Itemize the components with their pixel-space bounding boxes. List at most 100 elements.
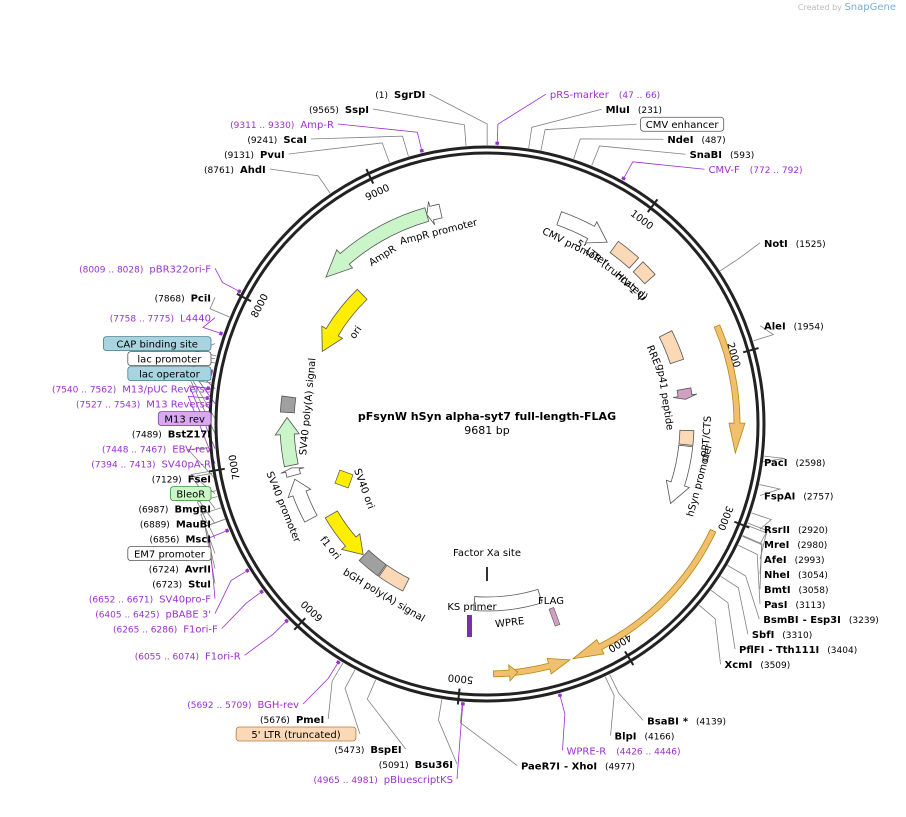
enzyme-label-pcii[interactable]: (7868)PciI bbox=[155, 293, 211, 304]
enzyme-label-bstz17i[interactable]: (7489)BstZ17I bbox=[132, 430, 211, 441]
boxed-label-lac-operator[interactable]: lac operator bbox=[127, 366, 212, 381]
primer-label-ebv-rev[interactable]: (7448 .. 7467)EBV-rev bbox=[102, 445, 211, 456]
primer-label-m13-reverse[interactable]: (7527 .. 7543)M13 Reverse bbox=[76, 400, 211, 411]
enzyme-label-ahdi[interactable]: (8761)AhdI bbox=[204, 165, 266, 176]
enzyme-label-xcmi[interactable]: XcmI(3509) bbox=[725, 660, 791, 671]
feature-em7-promoter-arrow[interactable] bbox=[280, 467, 305, 478]
primer-mark bbox=[284, 618, 289, 624]
enzyme-label-fspai[interactable]: FspAI(2757) bbox=[764, 492, 833, 503]
enzyme-label-stui[interactable]: (6723)StuI bbox=[152, 580, 211, 591]
enzyme-label-paer7i[interactable]: PaeR7I- XhoI(4977) bbox=[521, 761, 635, 772]
enzyme-label-bsmbi[interactable]: BsmBI- Esp3I(3239) bbox=[763, 615, 879, 626]
leader-line bbox=[540, 123, 637, 151]
enzyme-label-noti[interactable]: NotI(1525) bbox=[764, 239, 826, 250]
plasmid-size: 9681 bp bbox=[464, 424, 509, 437]
boxed-label-5-ltr-truncated-[interactable]: 5' LTR (truncated) bbox=[235, 726, 357, 742]
primer-label-f1ori-f[interactable]: (6265 .. 6286)F1ori-F bbox=[113, 625, 218, 636]
feature-5-ltr-truncated-[interactable] bbox=[609, 240, 640, 269]
enzyme-label-bsu36i[interactable]: (5091)Bsu36I bbox=[379, 760, 453, 771]
primer-label-f1ori-r[interactable]: (6055 .. 6074)F1ori-R bbox=[135, 651, 241, 662]
primer-label-amp-r[interactable]: (9311 .. 9330)Amp-R bbox=[230, 120, 334, 131]
feature-orf2[interactable] bbox=[571, 528, 717, 660]
leader-line bbox=[366, 679, 406, 750]
primer-coord: (7527 .. 7543) bbox=[76, 401, 140, 411]
enzyme-label-mrei[interactable]: MreI(2980) bbox=[764, 540, 827, 551]
enzyme-label-bmgbi[interactable]: (6987)BmgBI bbox=[139, 505, 211, 516]
enzyme-label-mlui[interactable]: MluI(231) bbox=[606, 105, 662, 116]
enzyme-label-sspi[interactable]: (9565)SspI bbox=[309, 105, 369, 116]
primer-label-pbr322ori-f[interactable]: (8009 .. 8028)pBR322ori-F bbox=[79, 264, 211, 275]
enzyme-label-avrii[interactable]: (6724)AvrII bbox=[149, 565, 211, 576]
enzyme-label-msci[interactable]: (6856)MscI bbox=[150, 535, 212, 546]
feature-grey-bgh[interactable] bbox=[358, 549, 387, 577]
enzyme-text: (1)SgrDI bbox=[375, 90, 425, 101]
enzyme-label-ndei[interactable]: NdeI(487) bbox=[667, 135, 725, 146]
feature-ampr-promoter[interactable] bbox=[426, 201, 443, 226]
enzyme-label-bspei[interactable]: (5473)BspEI bbox=[334, 745, 401, 756]
enzyme-name: PciI bbox=[191, 293, 211, 304]
feature-bgh-poly-a-signal[interactable] bbox=[378, 564, 410, 592]
feature-cppt-cts[interactable] bbox=[678, 429, 695, 446]
enzyme-label-pasi[interactable]: PasI(3113) bbox=[764, 600, 825, 611]
enzyme-label-pmei[interactable]: (5676)PmeI bbox=[260, 715, 324, 726]
primer-label-bgh-rev[interactable]: (5692 .. 5709)BGH-rev bbox=[187, 700, 299, 711]
enzyme-text: (7489)BstZ17I bbox=[132, 430, 211, 441]
feature-orf3[interactable] bbox=[509, 657, 571, 677]
enzyme-label-nhei[interactable]: NheI(3054) bbox=[764, 570, 828, 581]
enzyme-label-sbfi[interactable]: SbfI(3310) bbox=[752, 630, 812, 641]
enzyme-label-bmti[interactable]: BmtI(3058) bbox=[764, 585, 828, 596]
primer-label-cmv-f[interactable]: CMV-F(772 .. 792) bbox=[709, 165, 803, 176]
enzyme-label-fsei[interactable]: (7129)FseI bbox=[152, 475, 211, 486]
boxed-label-cap-binding-site[interactable]: CAP binding site bbox=[103, 336, 212, 351]
enzyme-label-blpi[interactable]: BlpI(4166) bbox=[615, 731, 675, 742]
feature-rre[interactable] bbox=[658, 330, 685, 365]
feature-gp41-peptide[interactable] bbox=[673, 387, 698, 400]
tick-mark bbox=[646, 198, 659, 213]
primer-label-pbabe-3-[interactable]: (6405 .. 6425)pBABE 3' bbox=[95, 610, 211, 621]
enzyme-coord: (8761) bbox=[204, 166, 234, 176]
feature-bleor[interactable] bbox=[274, 416, 301, 468]
enzyme-label-maubi[interactable]: (6889)MauBI bbox=[140, 520, 211, 531]
primer-name: SV40pro-F bbox=[159, 595, 211, 606]
primer-text: (5692 .. 5709)BGH-rev bbox=[187, 700, 299, 711]
primer-label-prs-marker[interactable]: pRS-marker(47 .. 66) bbox=[550, 90, 660, 101]
feature-sv40-promoter[interactable] bbox=[287, 478, 318, 523]
enzyme-name: AleI bbox=[764, 322, 786, 333]
enzyme-label-pvui[interactable]: (9131)PvuI bbox=[224, 150, 285, 161]
enzyme-label-scai[interactable]: (9241)ScaI bbox=[247, 135, 307, 146]
primer-label-wpre-r[interactable]: WPRE-R(4426 .. 4446) bbox=[566, 746, 680, 757]
leader-line bbox=[327, 662, 344, 720]
primer-label-pbluescriptks[interactable]: (4965 .. 4981)pBluescriptKS bbox=[313, 775, 453, 786]
primer-label-m13-puc-reverse[interactable]: (7540 .. 7562)M13/pUC Reverse bbox=[52, 385, 211, 396]
feature-wpre[interactable] bbox=[473, 588, 543, 612]
boxed-label-em7-promoter[interactable]: EM7 promoter bbox=[127, 546, 212, 561]
feature-hiv-1-psi[interactable] bbox=[632, 261, 656, 285]
feature-hsyn-promoter[interactable] bbox=[665, 444, 694, 505]
enzyme-label-pflfi[interactable]: PflFI- Tth111I(3404) bbox=[739, 645, 857, 656]
enzyme-label-snabi[interactable]: SnaBI(593) bbox=[690, 150, 755, 161]
boxed-label-cmv-enhancer[interactable]: CMV enhancer bbox=[640, 116, 725, 132]
enzyme-label-alei[interactable]: AleI(1954) bbox=[764, 322, 824, 333]
feature-ori[interactable] bbox=[321, 288, 368, 353]
enzyme-label-paci[interactable]: PacI(2598) bbox=[764, 458, 825, 469]
feature-sv40-poly-a-signal[interactable] bbox=[279, 395, 297, 414]
plasmid-name: pFsynW hSyn alpha-syt7 full-length-FLAG bbox=[358, 410, 616, 423]
enzyme-label-rsrii[interactable]: RsrII(2920) bbox=[764, 525, 828, 536]
tick-mark bbox=[456, 688, 461, 705]
boxed-label-bleor[interactable]: BleoR bbox=[170, 486, 212, 501]
primer-name: L4440 bbox=[180, 314, 211, 325]
enzyme-coord: (1525) bbox=[796, 240, 826, 250]
primer-label-sv40pa-r[interactable]: (7394 .. 7413)SV40pA-R bbox=[91, 460, 211, 471]
enzyme-label-sgrdi[interactable]: (1)SgrDI bbox=[375, 90, 425, 101]
feature-orf4[interactable] bbox=[493, 664, 519, 682]
enzyme-text: SnaBI(593) bbox=[690, 150, 755, 161]
primer-label-l4440[interactable]: (7758 .. 7775)L4440 bbox=[110, 314, 211, 325]
primer-label-sv40pro-f[interactable]: (6652 .. 6671)SV40pro-F bbox=[89, 595, 211, 606]
boxed-label-lac-promoter[interactable]: lac promoter bbox=[127, 351, 212, 366]
feature-cmv-promoter[interactable] bbox=[556, 211, 608, 244]
feature-orf[interactable] bbox=[713, 324, 746, 455]
enzyme-label-afei[interactable]: AfeI(2993) bbox=[764, 555, 825, 566]
enzyme-label-bsabi[interactable]: BsaBI*(4139) bbox=[647, 716, 726, 727]
boxed-label-m13-rev[interactable]: M13 rev bbox=[157, 411, 212, 426]
feature-f1-ori[interactable] bbox=[324, 510, 364, 556]
